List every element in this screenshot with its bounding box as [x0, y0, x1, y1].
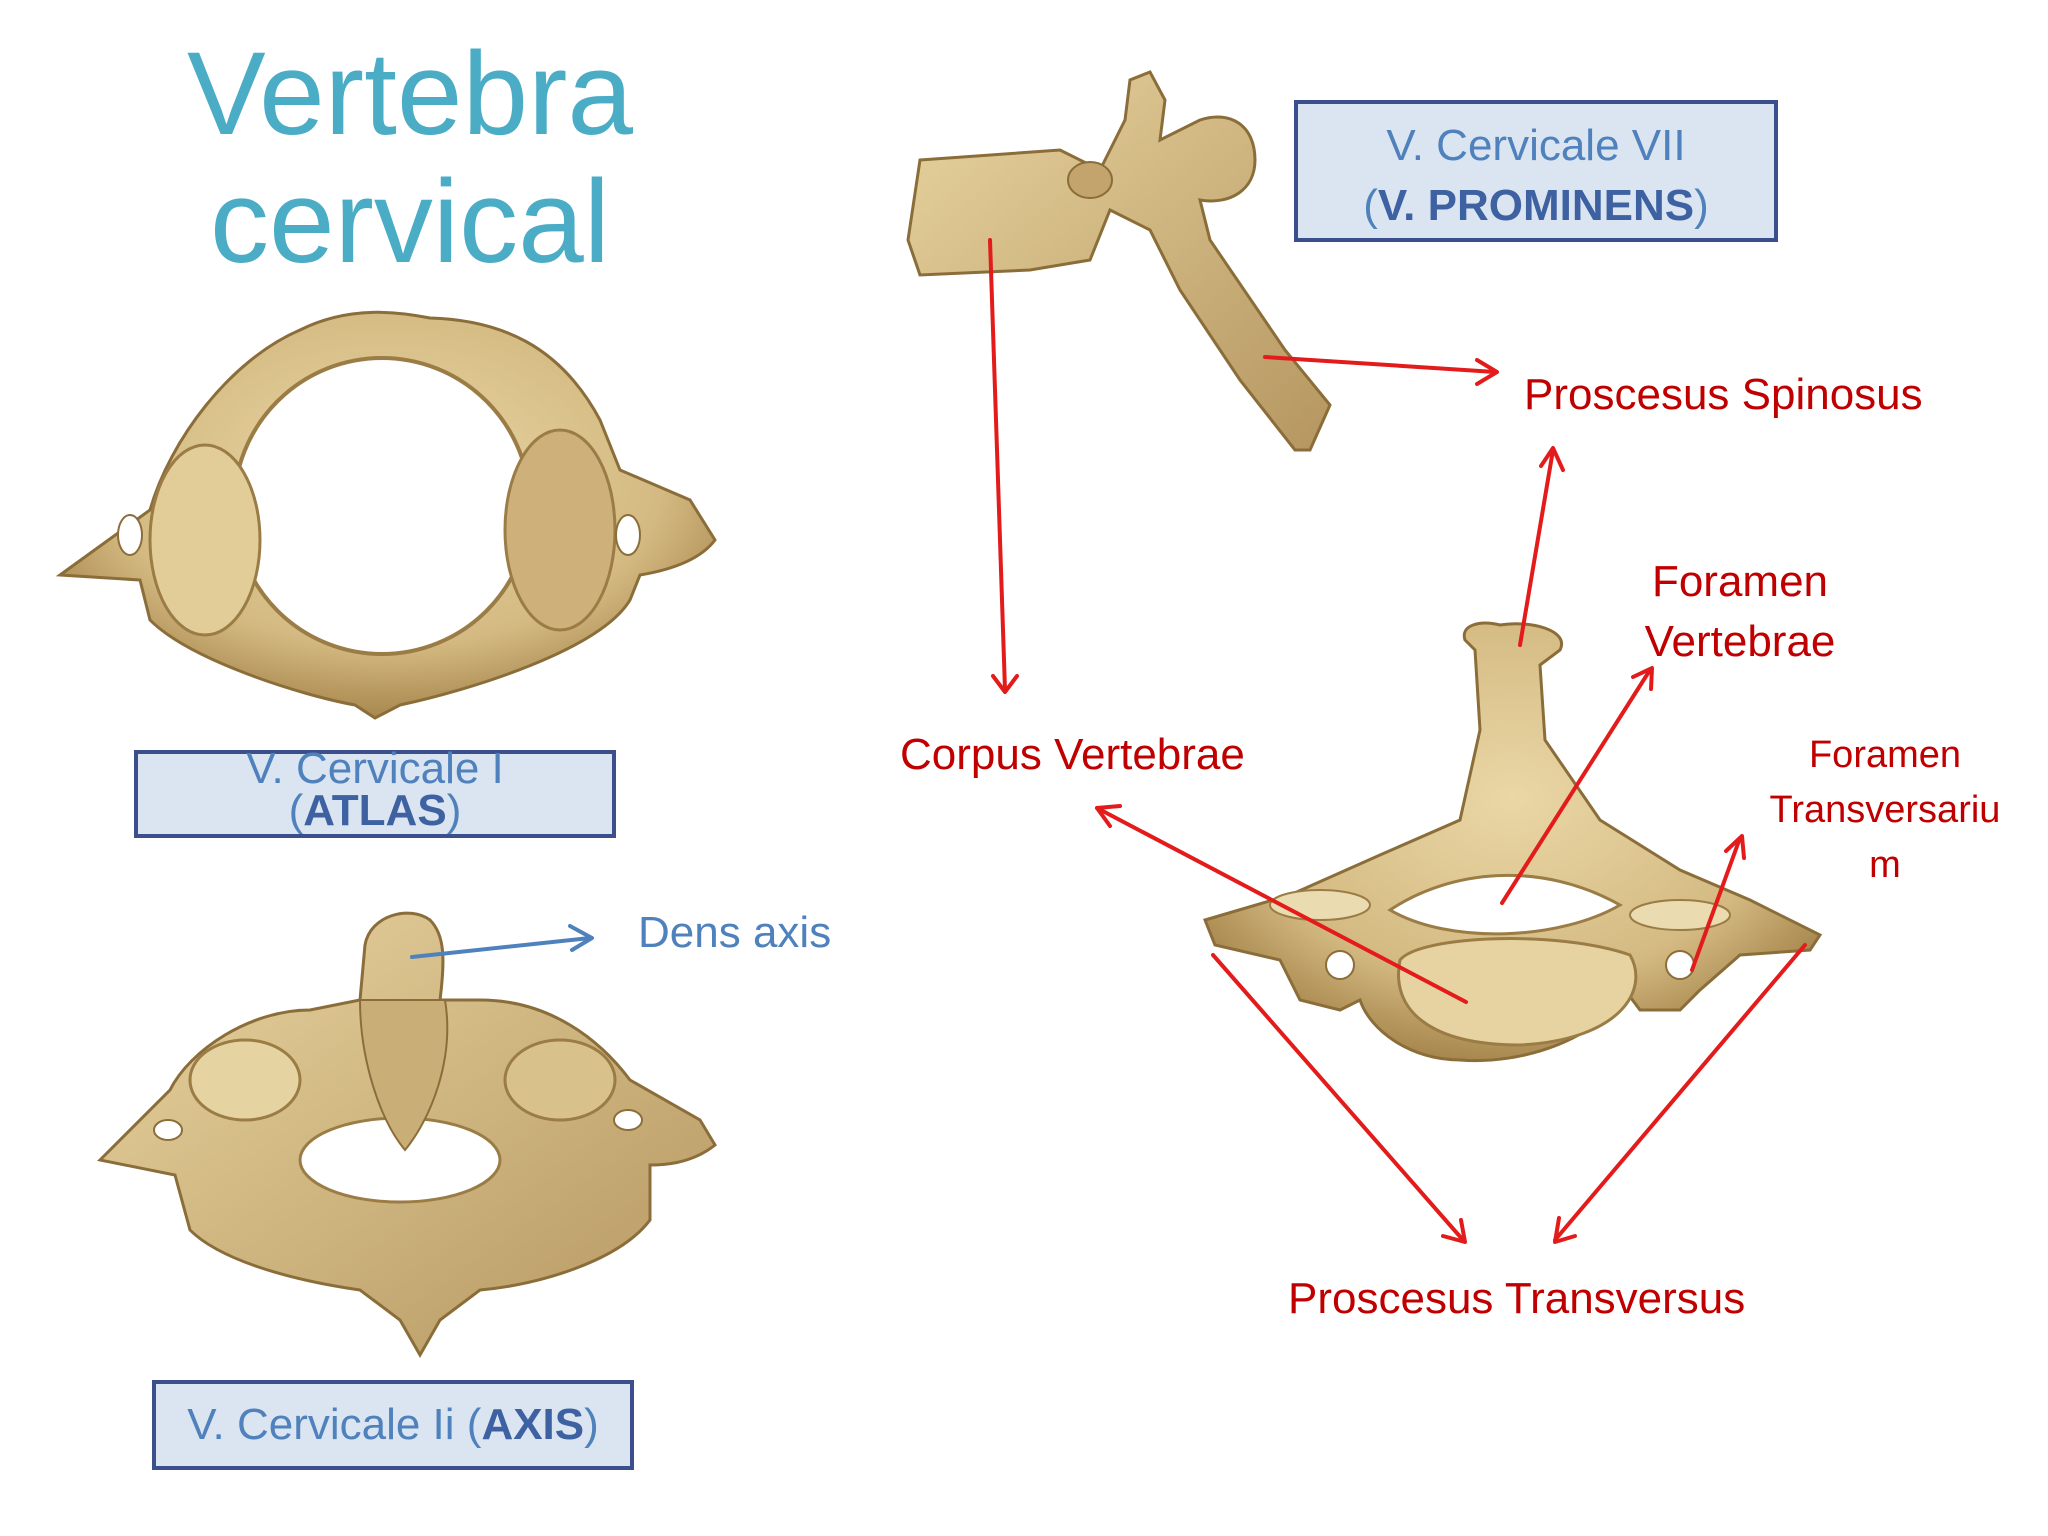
title-line-2: cervical	[210, 156, 610, 288]
atlas-image	[55, 310, 717, 720]
prominens-image	[906, 70, 1332, 452]
prominens-caption-bold: V. PROMINENS	[1377, 181, 1695, 230]
atlas-caption-bold: ATLAS	[303, 786, 447, 835]
arrow-spinosus-from-c7-lateral	[1263, 355, 1499, 386]
label-foramen-transversarium: Foramen Transversariu m	[1769, 734, 2001, 886]
arrow-foramen-transversarium	[1690, 834, 1746, 972]
axis-caption-text: V. Cervicale Ii (	[187, 1400, 482, 1449]
label-processus-spinosus: Proscesus Spinosus	[1524, 370, 1923, 419]
arrow-transversus-left	[1211, 953, 1467, 1244]
arrow-transversus-right	[1553, 943, 1807, 1244]
arrow-corpus-from-c7-superior	[1095, 804, 1468, 1004]
label-corpus-vertebrae: Corpus Vertebrae	[900, 730, 1245, 779]
atlas-caption-line-1: V. Cervicale I	[246, 744, 504, 793]
atlas-caption-line-2: (ATLAS)	[288, 786, 462, 835]
axis-caption-box: V. Cervicale Ii (AXIS)	[152, 1380, 634, 1470]
axis-caption-bold: AXIS	[481, 1400, 585, 1449]
c7-superior-image	[1202, 621, 1823, 1063]
slide-title: Vertebra cervical	[130, 30, 690, 286]
label-foramen-vertebrae: Foramen Vertebrae	[1644, 557, 1836, 666]
axis-image	[96, 911, 717, 1359]
arrow-spinosus-from-c7-superior	[1518, 446, 1565, 647]
prominens-caption-box: V. Cervicale VII (V. PROMINENS)	[1294, 100, 1778, 242]
atlas-caption-box: V. Cervicale I (ATLAS)	[134, 744, 616, 838]
label-processus-transversus: Proscesus Transversus	[1288, 1274, 1746, 1323]
prominens-caption-line-2: (V. PROMINENS)	[1363, 181, 1709, 230]
prominens-caption-line-1: V. Cervicale VII	[1386, 121, 1686, 170]
arrow-dens-axis	[410, 924, 594, 959]
arrow-foramen-vertebrae	[1500, 666, 1654, 905]
arrow-corpus-from-c7	[988, 238, 1019, 694]
label-dens-axis: Dens axis	[638, 908, 832, 957]
title-line-1: Vertebra	[186, 28, 634, 160]
